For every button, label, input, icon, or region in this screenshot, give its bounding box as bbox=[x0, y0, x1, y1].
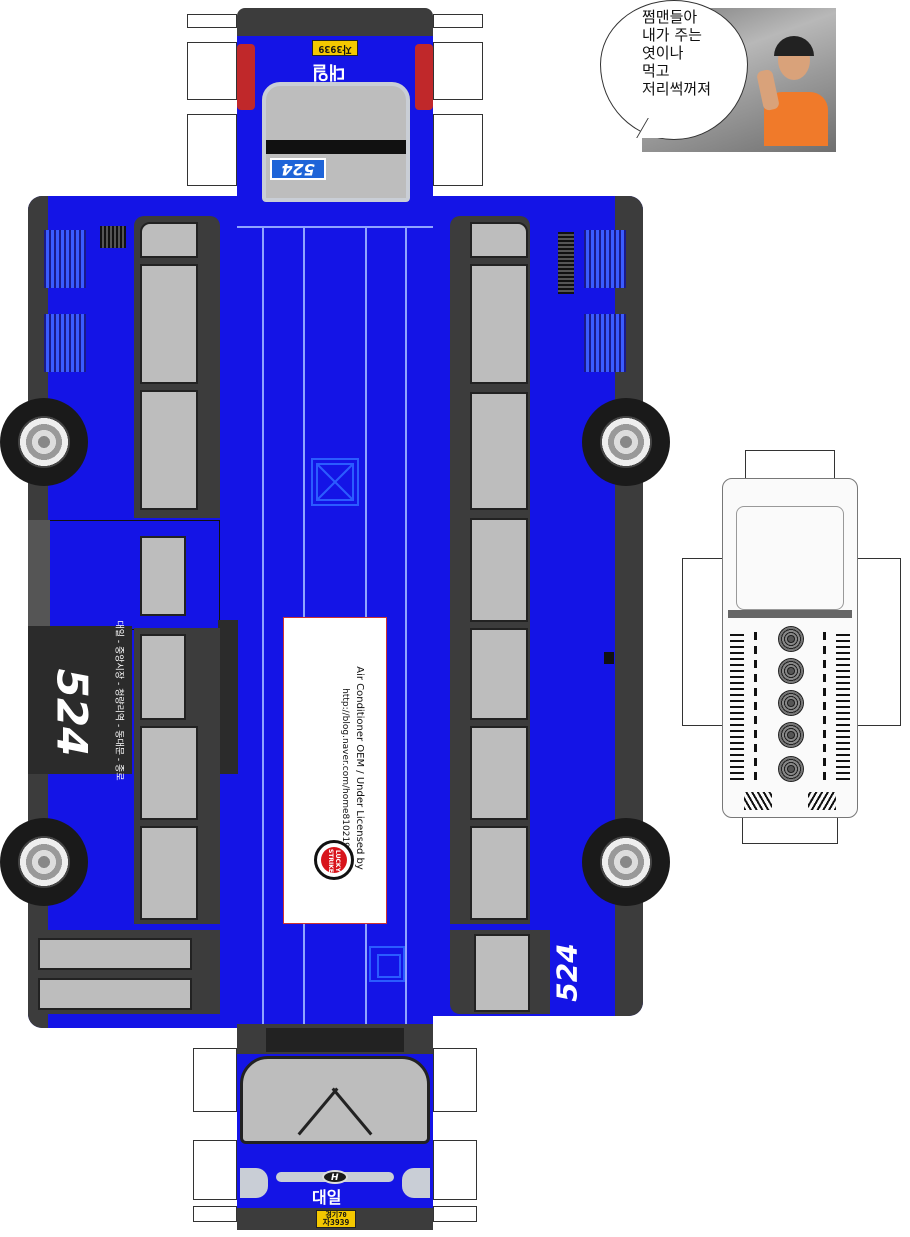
left-rear-vent-1 bbox=[44, 230, 86, 288]
plate-number: 자3939 bbox=[322, 1218, 350, 1227]
right-door-window bbox=[474, 934, 530, 1012]
left-window-2 bbox=[140, 264, 198, 384]
headlamp-right bbox=[402, 1168, 430, 1198]
left-rear-window-2 bbox=[38, 978, 192, 1010]
speech-bubble-text: 쩜맨들아 내가 주는 엿이나 먹고 저리썩꺼져 bbox=[642, 8, 742, 98]
fuel-cap-icon bbox=[604, 652, 614, 664]
rear-route-tag: 524 bbox=[270, 158, 326, 180]
glue-tab-bottom-left bbox=[193, 1206, 237, 1222]
rear-lamp-left bbox=[237, 44, 255, 110]
speech-line-5: 저리썩꺼져 bbox=[642, 80, 712, 98]
right-window-1 bbox=[470, 222, 528, 258]
glue-tab-front-left-1 bbox=[193, 1048, 237, 1112]
ac-vent-right bbox=[836, 630, 850, 780]
ac-rear-grill-right bbox=[808, 792, 836, 810]
rear-plate-number: 자3939 bbox=[318, 43, 352, 54]
front-brand-text: 대일 bbox=[312, 1188, 342, 1207]
right-rear-vent-2 bbox=[584, 314, 626, 372]
plate-region: 경기70 bbox=[325, 1211, 347, 1219]
right-route-number: 524 bbox=[550, 943, 584, 1002]
left-window-1 bbox=[140, 222, 198, 258]
ac-tab-left bbox=[682, 558, 728, 726]
ac-dash-left bbox=[754, 630, 757, 780]
glue-tab-rear-right-2 bbox=[433, 114, 483, 186]
wheel-icon bbox=[0, 398, 88, 486]
left-door-window bbox=[140, 536, 186, 616]
glue-tab-rear-left-2 bbox=[187, 114, 237, 186]
left-route-sign-stops: 대일 - 중앙시장 - 청량리역 - 동대문 - 종로 bbox=[113, 620, 124, 781]
speech-line-3: 엿이나 bbox=[642, 44, 684, 62]
roof-fan-icon bbox=[778, 658, 804, 684]
glue-tab-bottom-right bbox=[433, 1206, 477, 1222]
roof-notice-line1: Air Conditioner OEM / Under Licensed by bbox=[354, 666, 365, 870]
right-grille bbox=[558, 232, 574, 294]
left-rear-window-1 bbox=[38, 938, 192, 970]
right-window-7 bbox=[470, 826, 528, 920]
lucky-strike-logo: LUCKY STRIKE bbox=[314, 840, 354, 880]
glue-tab-rear-right-1 bbox=[433, 42, 483, 100]
rear-license-plate: 자3939 bbox=[312, 40, 358, 56]
left-window-6 bbox=[140, 826, 198, 920]
front-license-plate: 경기70 자3939 bbox=[316, 1210, 356, 1228]
speech-line-4: 먹고 bbox=[642, 62, 670, 80]
right-window-2 bbox=[470, 264, 528, 384]
glue-tab-top bbox=[187, 14, 237, 28]
ac-divider bbox=[728, 610, 852, 618]
ac-tab-bottom bbox=[742, 816, 838, 844]
windshield bbox=[240, 1056, 430, 1144]
glue-tab-front-right-2 bbox=[433, 1140, 477, 1200]
right-window-6 bbox=[470, 726, 528, 820]
meme-person-figure bbox=[756, 22, 830, 146]
roof-line-4 bbox=[405, 226, 407, 1026]
roof-notice-panel: Air Conditioner OEM / Under Licensed by … bbox=[283, 617, 387, 924]
rear-lamp-right bbox=[415, 44, 433, 110]
roof-line-top bbox=[221, 226, 451, 228]
left-window-5 bbox=[140, 726, 198, 820]
left-route-sign-edge bbox=[218, 620, 238, 774]
roof-hatch-rear-icon bbox=[369, 946, 405, 982]
right-window-4 bbox=[470, 518, 528, 622]
ac-dash-right bbox=[823, 630, 826, 780]
wheel-icon bbox=[582, 398, 670, 486]
glue-tab-top-right bbox=[433, 14, 483, 28]
roof-fan-icon bbox=[778, 626, 804, 652]
speech-bubble bbox=[600, 0, 748, 140]
roof-hatch-icon bbox=[311, 458, 359, 506]
right-rear-vent-1 bbox=[584, 230, 626, 288]
front-destination-sign bbox=[266, 1028, 404, 1052]
left-route-sign bbox=[28, 626, 132, 774]
roof-fan-icon bbox=[778, 756, 804, 782]
ac-front-panel bbox=[736, 506, 844, 610]
left-grille bbox=[100, 226, 126, 248]
glue-tab-front-right-1 bbox=[433, 1048, 477, 1112]
ac-vent-left bbox=[730, 630, 744, 780]
left-window-4 bbox=[140, 634, 186, 720]
roof-fan-icon bbox=[778, 722, 804, 748]
left-door-frame bbox=[28, 520, 50, 630]
speech-line-2: 내가 주는 bbox=[642, 26, 702, 44]
wheel-icon bbox=[0, 818, 88, 906]
right-window-3 bbox=[470, 392, 528, 510]
ac-tab-top bbox=[745, 450, 835, 480]
wheel-icon bbox=[582, 818, 670, 906]
left-door-area bbox=[28, 520, 220, 630]
hyundai-emblem-icon: H bbox=[322, 1170, 348, 1184]
glue-tab-front-left-2 bbox=[193, 1140, 237, 1200]
left-route-sign-number: 524 bbox=[47, 668, 97, 757]
left-window-3 bbox=[140, 390, 198, 510]
lucky-strike-text: LUCKY STRIKE bbox=[327, 848, 341, 873]
glue-tab-rear-left-1 bbox=[187, 42, 237, 100]
rear-window-band bbox=[266, 140, 406, 154]
roof-fan-icon bbox=[778, 690, 804, 716]
right-window-5 bbox=[470, 628, 528, 720]
ac-tab-right bbox=[855, 558, 901, 726]
speech-line-1: 쩜맨들아 bbox=[642, 8, 698, 26]
ac-rear-grill-left bbox=[744, 792, 772, 810]
left-rear-vent-2 bbox=[44, 314, 86, 372]
headlamp-left bbox=[240, 1168, 268, 1198]
roof-line-1 bbox=[262, 226, 264, 1026]
